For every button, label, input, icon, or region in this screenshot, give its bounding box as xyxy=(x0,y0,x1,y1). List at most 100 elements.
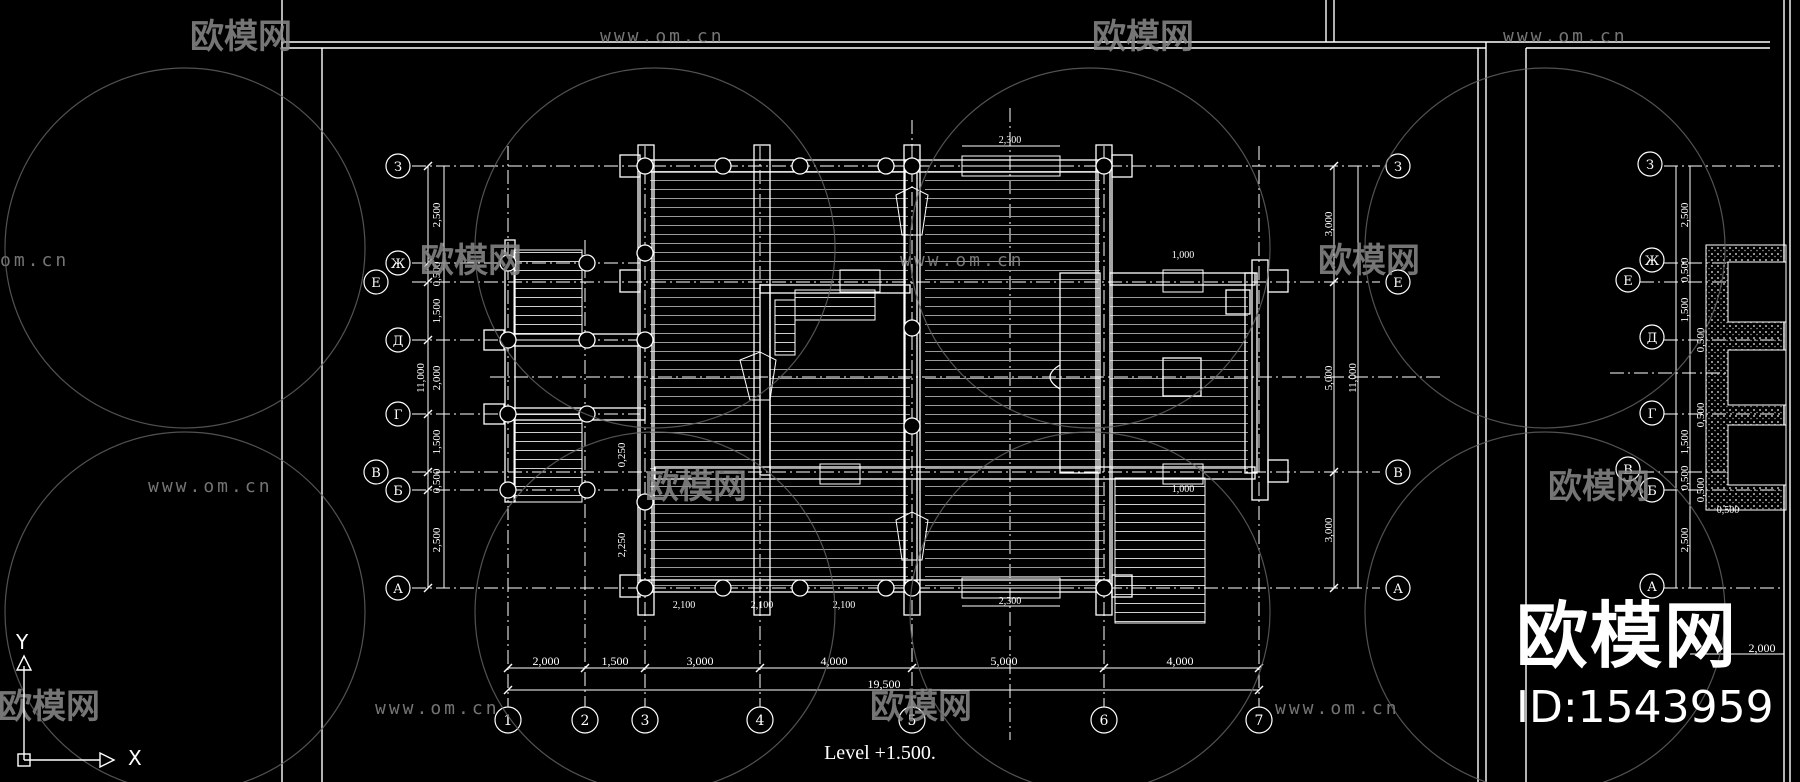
axis-bubbles-rows-left: З Ж Е Д Г В Б А xyxy=(363,153,411,601)
right-sheet-drawing xyxy=(1675,166,1787,655)
right-axis-v: В xyxy=(1615,456,1641,482)
svg-text:www.om.cn: www.om.cn xyxy=(1503,26,1628,47)
svg-text:www.om.cn: www.om.cn xyxy=(148,476,273,497)
svg-text:Е: Е xyxy=(371,276,381,291)
axis-row-e-left: Е xyxy=(363,269,389,295)
svg-text:А: А xyxy=(393,582,403,597)
svg-text:В: В xyxy=(1623,463,1633,478)
axis-row-e-right: Е xyxy=(1385,269,1411,295)
svg-text:www.om.cn: www.om.cn xyxy=(375,698,500,719)
svg-text:www.om.cn: www.om.cn xyxy=(1275,698,1400,719)
axis-row-a-right: А xyxy=(1385,575,1411,601)
watermark-layer: 欧模网 欧模网 欧模网 欧模网 欧模网 欧模网 欧模网 欧模网 www.om.c… xyxy=(0,17,1650,727)
svg-text:6: 6 xyxy=(1100,713,1109,729)
svg-text:欧模网: 欧模网 xyxy=(870,687,972,727)
axis-col-7: 7 xyxy=(1245,706,1273,734)
right-axis-a: А xyxy=(1639,573,1665,599)
svg-text:欧模网: 欧模网 xyxy=(190,17,292,57)
axis-col-2: 2 xyxy=(571,706,599,734)
svg-text:3: 3 xyxy=(641,713,650,729)
svg-text:5: 5 xyxy=(908,713,917,729)
svg-text:А: А xyxy=(1393,582,1403,597)
svg-text:В: В xyxy=(1393,466,1403,481)
right-dim-7: 0,500 xyxy=(1679,465,1691,490)
dim-inner-1: 0,250 xyxy=(616,442,628,467)
axis-col-5: 5 xyxy=(898,706,926,734)
watermark-arcs xyxy=(4,67,1726,782)
right-axis-b: Б xyxy=(1639,477,1665,503)
axis-row-a-left: А xyxy=(385,575,411,601)
watermark-url-2: www.om.cn xyxy=(1503,26,1628,47)
axis-row-z-right: З xyxy=(1385,153,1411,179)
dim-left-6: 0,500 xyxy=(431,468,443,493)
svg-text:www.om.cn: www.om.cn xyxy=(900,250,1025,271)
axis-col-1: 1 xyxy=(494,706,522,734)
svg-text:Г: Г xyxy=(394,408,403,423)
svg-text:Ж: Ж xyxy=(1645,254,1660,269)
watermark-brand-8: 欧模网 xyxy=(870,687,972,727)
dim-right-1: 3,000 xyxy=(1323,211,1335,236)
svg-text:Б: Б xyxy=(393,484,403,499)
axis-col-3: 3 xyxy=(631,706,659,734)
log-ends xyxy=(499,157,1113,597)
svg-text:欧模网: 欧模网 xyxy=(0,687,100,727)
right-dim-8: 0,500 xyxy=(1695,477,1707,502)
windows xyxy=(819,155,1204,599)
svg-text:Е: Е xyxy=(1393,276,1403,291)
svg-text:Д: Д xyxy=(1647,331,1658,346)
dim-bottom-4: 4,000 xyxy=(821,654,848,668)
axis-row-z-left: З xyxy=(385,153,411,179)
watermark-brand-6: 欧模网 xyxy=(1548,467,1650,507)
svg-text:З: З xyxy=(1394,160,1402,175)
sheet-frames xyxy=(281,0,1791,782)
dim-bottom-2: 1,500 xyxy=(602,654,629,668)
axis-bubbles-columns: 1 2 3 4 5 6 7 xyxy=(494,706,1273,734)
svg-text:Д: Д xyxy=(393,334,404,349)
right-axis-e: Е xyxy=(1615,267,1641,293)
dim-small-window-1: 1,000 xyxy=(1172,250,1195,261)
dimension-lines xyxy=(427,145,1359,691)
axis-row-d-left: Д xyxy=(385,327,411,353)
right-dim-3: 1,500 xyxy=(1679,297,1691,322)
log-posts xyxy=(483,144,1289,616)
svg-text:2: 2 xyxy=(581,713,590,729)
dim-top-window: 2,300 xyxy=(999,135,1022,146)
right-axis-d: Д xyxy=(1639,324,1665,350)
dim-bottom-1: 2,000 xyxy=(533,654,560,668)
svg-text:1: 1 xyxy=(504,713,513,729)
watermark-url-5: www.om.cn xyxy=(148,476,273,497)
svg-text:З: З xyxy=(394,160,402,175)
svg-text:www.om.cn: www.om.cn xyxy=(600,26,725,47)
stairs xyxy=(513,249,1206,624)
watermark-url-6: www.om.cn xyxy=(375,698,500,719)
right-sheet-bubbles: З Ж Е Д Г В Б А xyxy=(1615,151,1665,599)
svg-text:Г: Г xyxy=(1648,407,1657,422)
svg-text:欧模网: 欧模网 xyxy=(1318,241,1420,281)
dim-total: 19,500 xyxy=(868,677,901,691)
dim-bottom-6: 4,000 xyxy=(1167,654,1194,668)
dim-log-3: 2,100 xyxy=(833,600,856,611)
svg-text:欧模网: 欧模网 xyxy=(420,241,522,281)
dim-left-7: 2,500 xyxy=(431,527,443,552)
svg-text:Ж: Ж xyxy=(391,257,406,272)
watermark-brand-2: 欧模网 xyxy=(1092,17,1194,57)
dim-bottom-window: 2,300 xyxy=(999,596,1022,607)
right-dim-small: 0,500 xyxy=(1717,505,1740,516)
right-dim-5: 0,500 xyxy=(1695,402,1707,427)
svg-text:欧模网: 欧模网 xyxy=(645,467,747,507)
right-dim-9: 2,500 xyxy=(1679,527,1691,552)
dim-right-2: 5,000 xyxy=(1323,365,1335,390)
dimension-texts: 2,000 1,500 3,000 4,000 5,000 4,000 19,5… xyxy=(533,135,1195,691)
svg-text:Е: Е xyxy=(1623,274,1633,289)
dim-log-2: 2,100 xyxy=(751,600,774,611)
svg-text:В: В xyxy=(371,466,381,481)
right-dim-bottom: 2,000 xyxy=(1749,641,1776,655)
watermark-brand-4: 欧模网 xyxy=(1318,241,1420,281)
axis-row-g-left: Г xyxy=(385,401,411,427)
watermark-url-1: www.om.cn xyxy=(600,26,725,47)
right-dim-1: 2,500 xyxy=(1679,202,1691,227)
dim-left-1: 2,500 xyxy=(431,202,443,227)
dimension-texts-vertical-left: 2,500 0,500 1,500 2,000 1,500 0,500 2,50… xyxy=(415,202,628,557)
watermark-url-4: www.om.cn xyxy=(900,250,1025,271)
